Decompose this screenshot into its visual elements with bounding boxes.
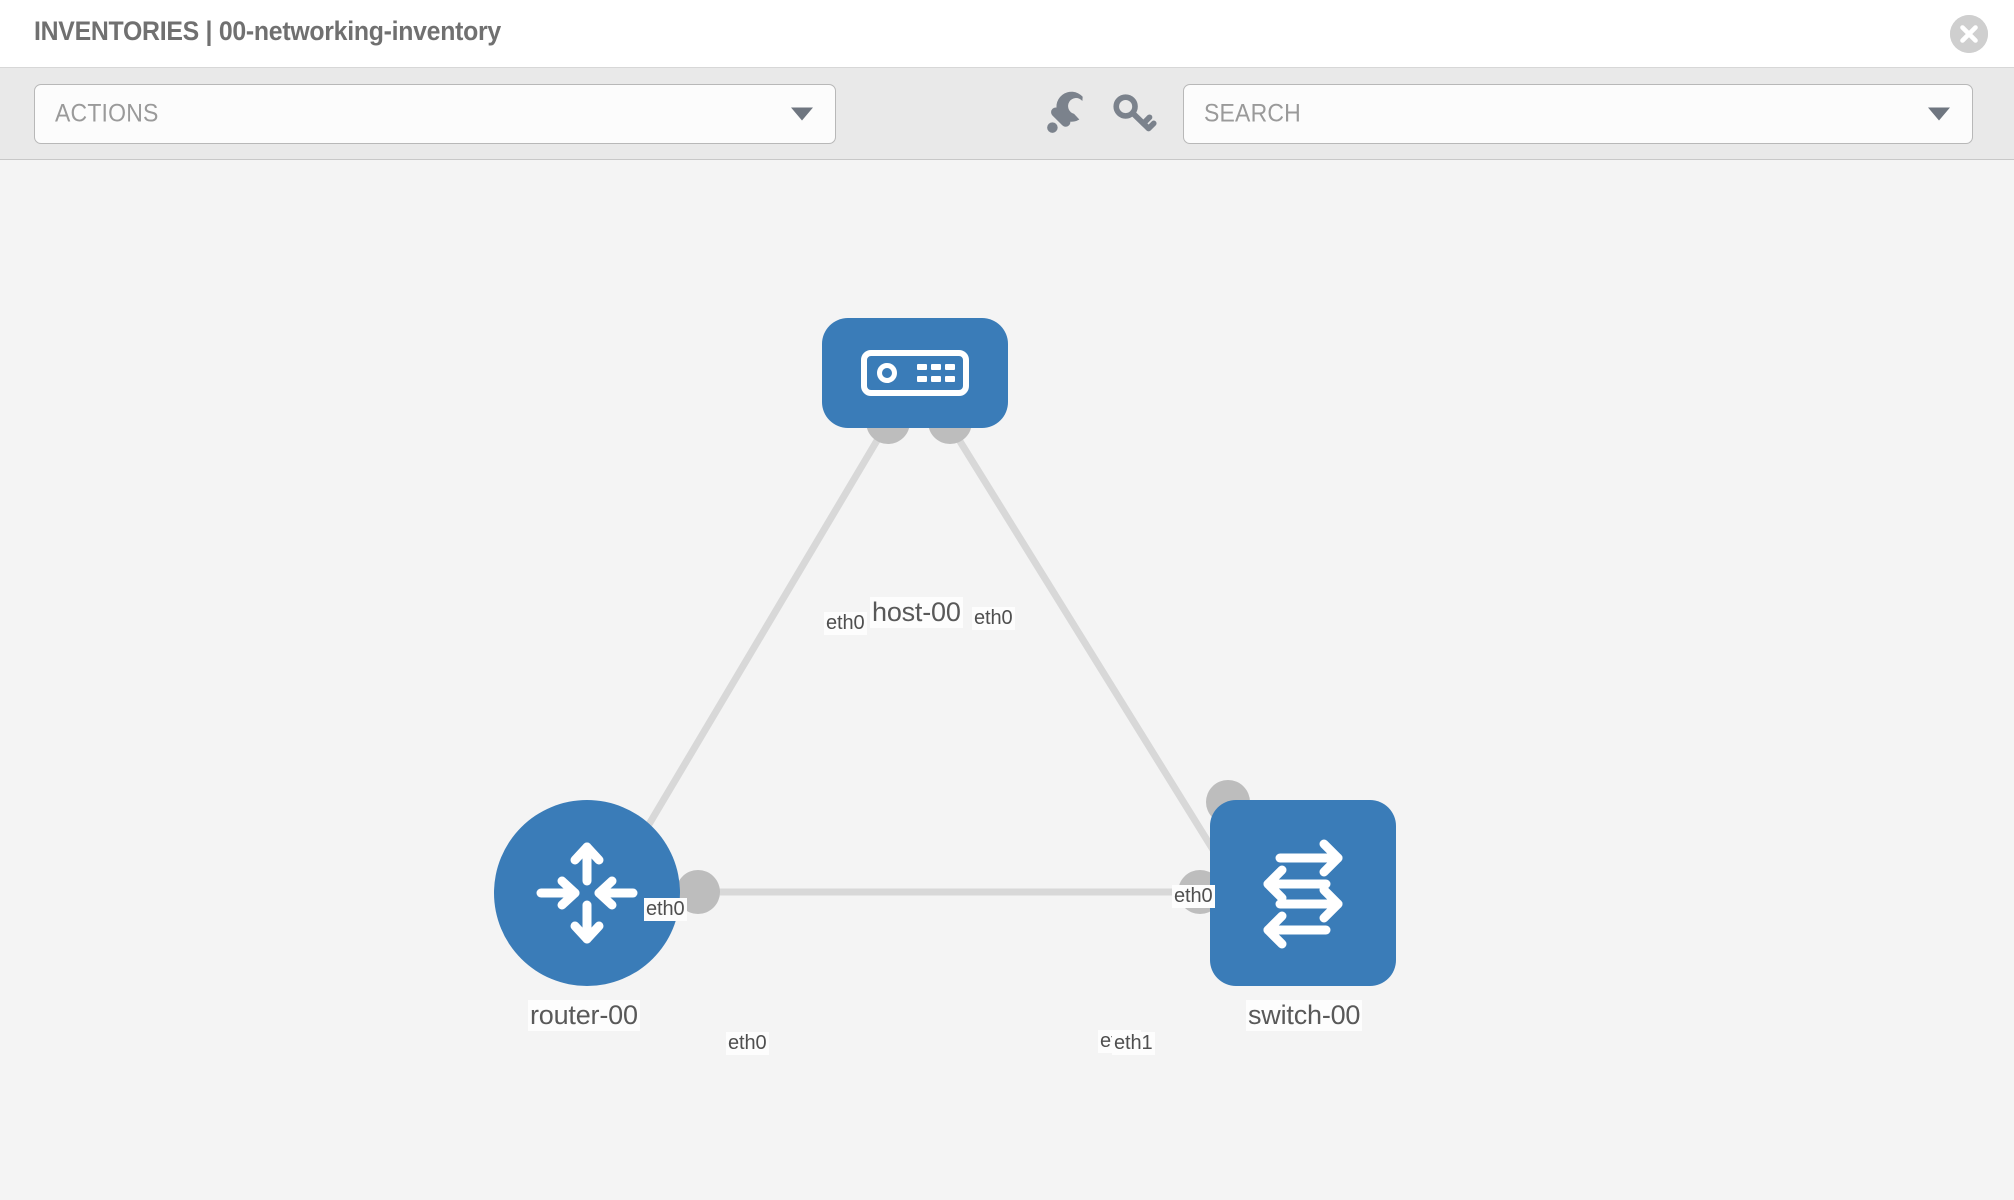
wrench-icon[interactable] — [1036, 84, 1096, 144]
actions-dropdown[interactable]: ACTIONS — [34, 84, 836, 144]
router-arrows-icon — [536, 842, 638, 944]
iface-label-host-right: eth0 — [972, 607, 1015, 630]
key-icon[interactable] — [1105, 84, 1165, 144]
close-icon[interactable] — [1950, 15, 1988, 53]
iface-label-host-left: eth0 — [824, 612, 867, 635]
search-placeholder: SEARCH — [1204, 99, 1301, 128]
chevron-down-icon — [791, 107, 813, 121]
iface-label-switch-up: eth0 — [1172, 885, 1215, 908]
page-title: INVENTORIES | 00-networking-inventory — [34, 16, 501, 46]
iface-label-switch-left-front: eth1 — [1112, 1032, 1155, 1055]
window-header: INVENTORIES | 00-networking-inventory — [0, 0, 2014, 68]
link-host-switch — [944, 418, 1242, 894]
search-input[interactable]: SEARCH — [1183, 84, 1973, 144]
node-label-router-00: router-00 — [528, 1000, 640, 1031]
topology-canvas[interactable]: host-00 eth0 eth0 — [0, 160, 2014, 1200]
node-label-host-00: host-00 — [870, 597, 963, 628]
topology-links — [606, 418, 1242, 896]
iface-label-router-right: eth0 — [726, 1032, 769, 1055]
node-label-switch-00: switch-00 — [1246, 1000, 1363, 1031]
switch-arrows-icon — [1263, 839, 1343, 949]
node-host-00[interactable] — [822, 318, 1008, 428]
iface-label-router-up: eth0 — [644, 898, 687, 921]
node-switch-00[interactable] — [1210, 800, 1396, 986]
server-device-icon — [861, 350, 969, 396]
chevron-down-icon — [1928, 107, 1950, 121]
actions-dropdown-label: ACTIONS — [55, 99, 159, 128]
toolbar: ACTIONS SEARC — [0, 68, 2014, 160]
node-router-00[interactable] — [494, 800, 680, 986]
link-host-router — [606, 418, 892, 894]
